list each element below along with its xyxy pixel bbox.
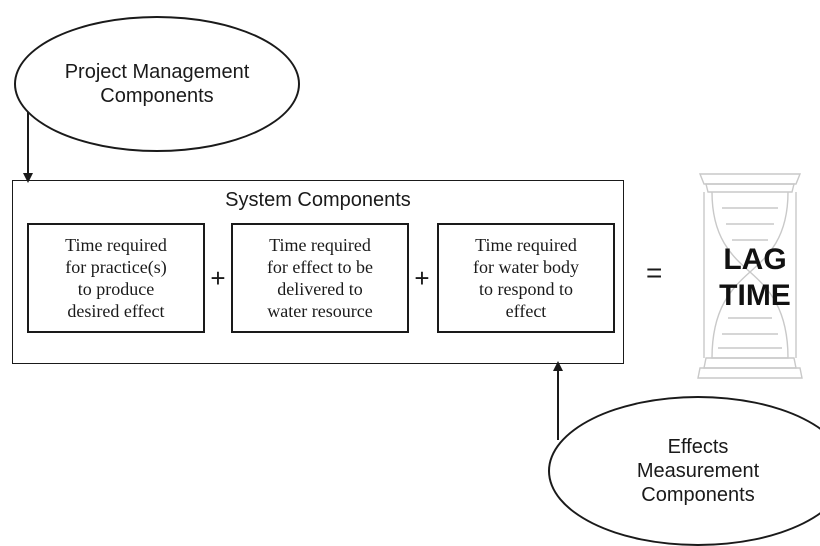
system-components-title: System Components bbox=[225, 189, 411, 211]
effects-measurement-ellipse: Effects Measurement Components bbox=[548, 396, 820, 546]
plus-sign: + bbox=[210, 263, 226, 293]
component-water-body-response: Time required for water body to respond … bbox=[437, 223, 615, 333]
hourglass-icon bbox=[697, 173, 803, 379]
component-water-body-response-label: Time required for water body to respond … bbox=[473, 235, 579, 321]
lag-time-label: LAG TIME bbox=[719, 243, 791, 312]
system-components-box: System Components Time required for prac… bbox=[12, 180, 624, 364]
equals-sign: = bbox=[646, 257, 663, 288]
plus-sign: + bbox=[414, 263, 430, 293]
project-management-label: Project Management Components bbox=[64, 61, 250, 107]
component-delivery-label: Time required for effect to be delivered… bbox=[266, 235, 374, 321]
component-practice-effect: Time required for practice(s) to produce… bbox=[27, 223, 205, 333]
component-practice-effect-label: Time required for practice(s) to produce… bbox=[65, 235, 167, 321]
project-management-ellipse: Project Management Components bbox=[14, 16, 300, 152]
effects-measurement-label: Effects Measurement Components bbox=[636, 436, 760, 506]
component-delivery: Time required for effect to be delivered… bbox=[231, 223, 409, 333]
